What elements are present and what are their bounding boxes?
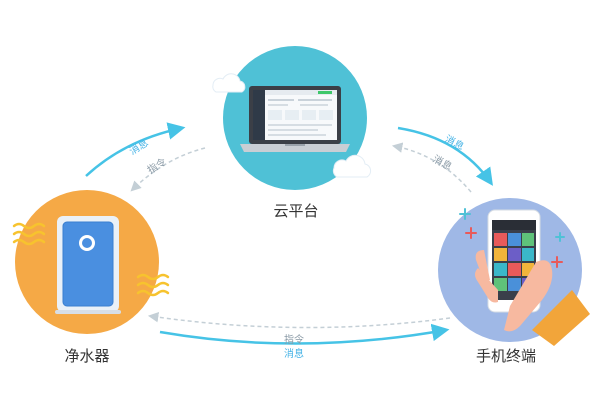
arrow-purifier-to-phone xyxy=(159,323,450,345)
label-right-message-upper: 消息 xyxy=(443,132,467,153)
sparkle-icon xyxy=(551,256,563,268)
cloud-platform-label: 云平台 xyxy=(273,202,318,220)
cloud-platform-node: 云平台 xyxy=(212,46,372,220)
sparkle-icon xyxy=(465,227,477,239)
sparkle-icon xyxy=(459,208,471,220)
water-purifier-label: 净水器 xyxy=(64,347,109,365)
mobile-terminal-label: 手机终端 xyxy=(476,347,536,365)
smartphone-in-hand-icon xyxy=(475,209,590,346)
laptop-icon xyxy=(240,86,350,152)
arrow-cloud-to-purifier xyxy=(130,147,206,192)
mobile-terminal-node: 手机终端 xyxy=(438,198,590,365)
cloud-decoration-icon xyxy=(212,73,246,93)
water-purifier-node: 净水器 xyxy=(12,190,170,365)
sparkle-icon xyxy=(555,232,565,242)
arrow-phone-to-purifier xyxy=(147,312,451,329)
arrow-phone-to-cloud xyxy=(391,142,472,193)
label-right-message-lower: 消息 xyxy=(431,152,455,173)
vibration-waves-icon xyxy=(136,273,170,297)
label-bottom-command: 指令 xyxy=(284,333,304,346)
arrow-purifier-to-cloud xyxy=(85,122,186,177)
vibration-waves-icon xyxy=(12,222,46,246)
label-bottom-message: 消息 xyxy=(284,347,304,360)
arrow-cloud-to-phone xyxy=(397,126,493,186)
cloud-decoration-icon xyxy=(332,154,372,178)
label-left-command: 指令 xyxy=(145,155,169,177)
water-purifier-icon xyxy=(55,216,121,314)
